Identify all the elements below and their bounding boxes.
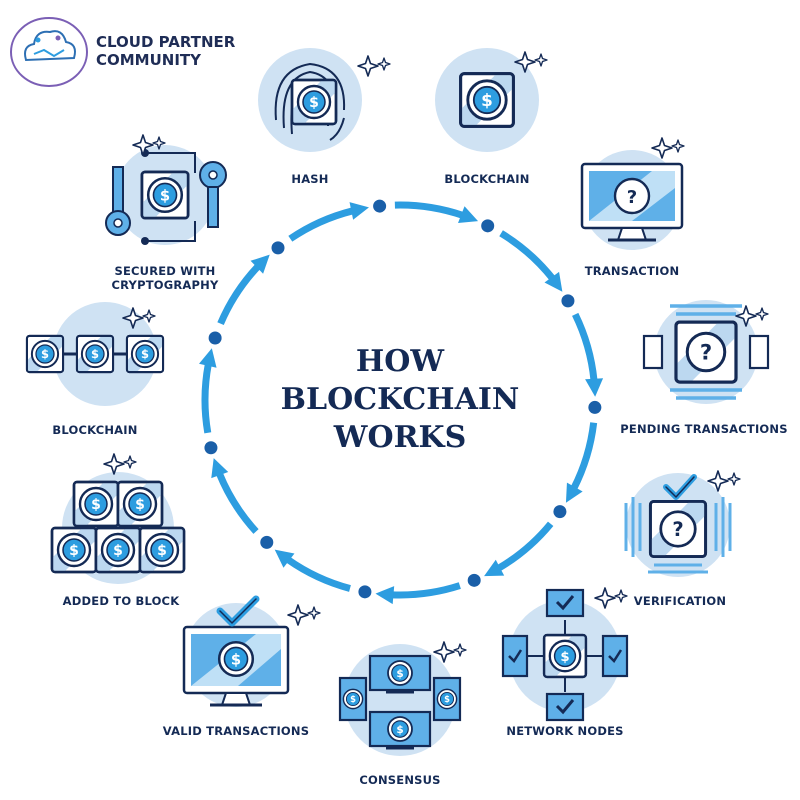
flow-arrowhead [375, 586, 395, 605]
step-label-blockchain-top: BLOCKCHAIN [444, 172, 530, 186]
title-line-1: HOW [355, 344, 445, 379]
monitor-question-icon: ? [580, 137, 685, 250]
flow-node-dot [561, 294, 575, 308]
flow-arc [572, 312, 598, 381]
flow-arc [217, 263, 261, 326]
flow-arrowhead [484, 559, 505, 577]
flow-arc [394, 201, 464, 219]
step-label-pending-transactions: PENDING TRANSACTIONS [620, 422, 788, 436]
step-label-verification: VERIFICATION [633, 594, 727, 608]
flow-arrowhead [349, 202, 369, 220]
flow-circle [199, 199, 604, 605]
step-label-consensus: CONSENSUS [359, 773, 441, 787]
step-label-secured-cryptography: SECURED WITH CRYPTOGRAPHY [95, 264, 235, 292]
step-label-secured-line-1: SECURED WITH [114, 264, 216, 278]
step-label-hash: HASH [291, 172, 329, 186]
brand-name: CLOUD PARTNER COMMUNITY [96, 33, 235, 69]
flow-arc [288, 207, 354, 242]
flow-arrowhead [565, 482, 583, 503]
flow-node-dot [373, 199, 387, 213]
title-line-3: WORKS [333, 420, 467, 455]
flow-node-dot [204, 441, 218, 455]
flow-arrowhead [211, 458, 229, 479]
brand-line-2: COMMUNITY [96, 51, 202, 69]
svg-text:?: ? [627, 187, 637, 208]
flow-arc [201, 363, 212, 434]
flow-arrowhead [274, 549, 295, 568]
step-label-transaction: TRANSACTION [584, 264, 680, 278]
flow-arrowhead [544, 271, 563, 292]
step-label-added-to-block: ADDED TO BLOCK [62, 594, 180, 608]
flow-node-dot [208, 331, 222, 345]
page-title: HOW BLOCKCHAIN WORKS [280, 343, 520, 457]
flow-node-dot [467, 573, 481, 587]
flow-node-dot [260, 535, 274, 549]
flow-arrowhead [585, 378, 604, 397]
step-label-valid-transactions: VALID TRANSACTIONS [162, 724, 310, 738]
network-nodes-icon [501, 587, 629, 722]
monitor-check-coin-icon [182, 595, 321, 707]
keys-coin-icon [105, 134, 227, 245]
flow-arc [570, 422, 598, 490]
verify-check-icon [624, 470, 741, 577]
pending-question-block-icon [642, 300, 770, 404]
step-label-network-nodes: NETWORK NODES [506, 724, 624, 738]
coin-block-icon [435, 48, 548, 152]
step-label-blockchain-left: BLOCKCHAIN [52, 423, 138, 437]
step-label-secured-line-2: CRYPTOGRAPHY [111, 278, 219, 292]
flow-arc [499, 230, 556, 281]
flow-arc [496, 521, 554, 572]
flow-arc [391, 582, 461, 599]
cloud-handshake-icon [10, 17, 88, 87]
brand-line-1: CLOUD PARTNER [96, 33, 236, 51]
flow-arrowhead [458, 206, 479, 223]
flow-node-dot [358, 585, 372, 599]
stacked-blocks-icon [52, 453, 184, 584]
flow-arc [216, 472, 259, 534]
chained-blocks-icon [27, 302, 163, 406]
flow-arrowhead [199, 348, 217, 368]
flow-node-dot [481, 219, 495, 233]
flow-arc [285, 556, 351, 592]
flow-node-dot [271, 241, 285, 255]
consensus-devices-icon [338, 641, 467, 756]
flow-arrowhead [250, 254, 270, 274]
title-line-2: BLOCKCHAIN [280, 382, 520, 417]
fingerprint-coin-icon [258, 48, 391, 152]
flow-node-dot [553, 505, 567, 519]
flow-node-dot [588, 400, 602, 414]
